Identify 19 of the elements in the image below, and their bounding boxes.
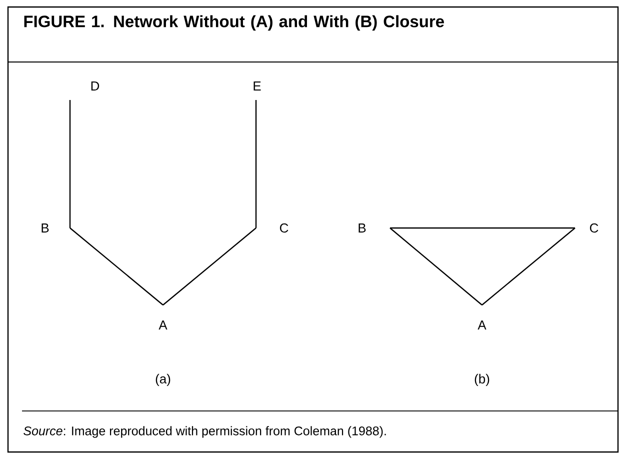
panel-label: (a) bbox=[156, 374, 170, 386]
network-line bbox=[390, 228, 482, 306]
network-line bbox=[69, 100, 71, 228]
panel-label: (b) bbox=[474, 374, 490, 386]
node-label: B bbox=[42, 224, 49, 232]
node-label: A bbox=[478, 320, 486, 330]
network-line bbox=[255, 100, 257, 228]
node-label: A bbox=[158, 320, 168, 330]
network-line bbox=[482, 228, 576, 306]
node-label: B bbox=[358, 224, 366, 232]
figure-title: FIGURE 1. Network Without (A) and With (B) Closure bbox=[24, 15, 444, 31]
node-label: E bbox=[254, 82, 261, 90]
network-line bbox=[70, 228, 164, 306]
network-line bbox=[390, 227, 575, 229]
node-label: C bbox=[590, 223, 598, 233]
source-note: Source: Image reproduced with permission from Coleman (1988). bbox=[24, 426, 386, 438]
node-label: C bbox=[280, 223, 288, 233]
node-label: D bbox=[91, 82, 100, 90]
network-line bbox=[162, 228, 256, 306]
